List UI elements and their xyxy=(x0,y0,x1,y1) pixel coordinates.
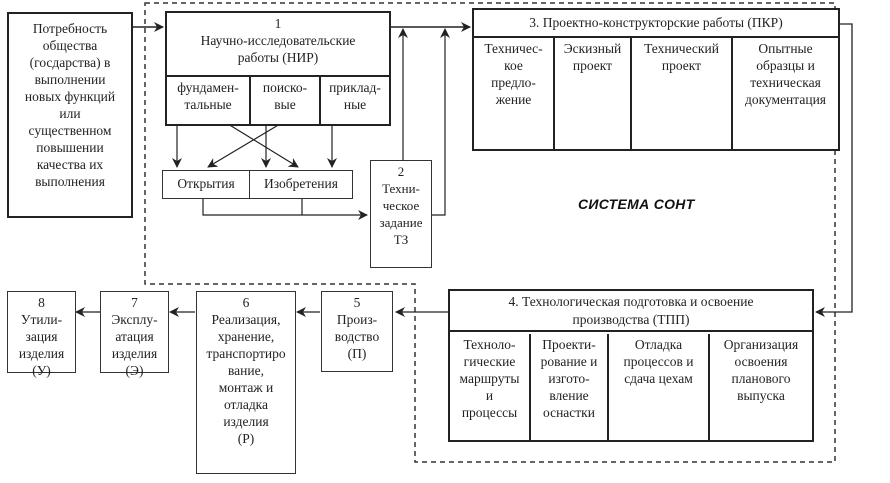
society-need-text: Потребность общества (госдарства) в выпо… xyxy=(24,21,116,189)
tpp-box: 4. Технологическая подготовка и освоение… xyxy=(448,289,814,442)
tpp-stage-tooling-label: Проекти- рование и изгото- вление оснаст… xyxy=(540,337,598,420)
nir-subtype-applied-label: приклад- ные xyxy=(329,80,381,112)
stage-production-number: 5 xyxy=(353,295,361,310)
tpp-stage-debugging-label: Отладка процессов и сдача цехам xyxy=(623,337,694,386)
tpp-title: 4. Технологическая подготовка и освоение… xyxy=(450,291,812,332)
pkr-title: 3. Проектно-конструкторские работы (ПКР) xyxy=(474,10,838,38)
arrow-cross-1 xyxy=(227,123,299,168)
pkr-stage-sketch-project: Эскизный проект xyxy=(555,38,632,149)
tz-box: 2 Техни- ческое задание ТЗ xyxy=(370,160,432,268)
stage-utilization: 8 Утили- зация изделия (У) xyxy=(7,291,76,378)
tpp-stage-tooling: Проекти- рование и изгото- вление оснаст… xyxy=(531,334,609,440)
pkr-stage-technical-project: Технический проект xyxy=(632,38,733,149)
tpp-stage-debugging: Отладка процессов и сдача цехам xyxy=(609,334,710,440)
tpp-stage-routes: Техноло- гические маршруты и процессы xyxy=(450,334,531,440)
nir-box: 1 Научно-исследовательские работы (НИР) … xyxy=(165,11,391,126)
system-boundary xyxy=(144,2,836,463)
arrow-pkr-to-tpp xyxy=(815,23,853,317)
nir-subtype-search: поиско- вые xyxy=(251,77,321,126)
pkr-stage-technical-proposal: Техничес- кое предло- жение xyxy=(474,38,555,149)
pkr-stage-prototypes: Опытные образцы и техническая документац… xyxy=(733,38,838,149)
stage-operation: 7 Эксплу- атация изделия (Э) xyxy=(100,291,169,378)
nir-subtype-search-label: поиско- вые xyxy=(262,80,308,112)
pkr-box: 3. Проектно-конструкторские работы (ПКР)… xyxy=(472,8,840,151)
result-inventions-label: Изобретения xyxy=(264,176,338,191)
arrow-cross-2 xyxy=(207,123,281,168)
result-discoveries-label: Открытия xyxy=(177,176,235,191)
tpp-stage-mastering: Организация освоения планового выпуска xyxy=(710,334,812,440)
tz-title: Техни- ческое задание ТЗ xyxy=(379,181,423,247)
pkr-stage-technical-project-label: Технический проект xyxy=(644,41,719,73)
pkr-stage-sketch-project-label: Эскизный проект xyxy=(563,41,622,73)
nir-divider xyxy=(167,75,389,77)
system-label: СИСТЕМА СОНТ xyxy=(578,196,695,212)
nir-title: Научно-исследовательские работы (НИР) xyxy=(200,33,356,65)
stage-production-title: Произ- водство (П) xyxy=(334,312,380,361)
tz-number: 2 xyxy=(397,164,405,179)
arrow-results-to-tz xyxy=(202,197,368,220)
nir-subtype-applied: приклад- ные xyxy=(321,77,389,126)
nir-subtype-fundamental-label: фундамен- тальные xyxy=(177,80,239,112)
nir-number: 1 xyxy=(274,16,282,31)
society-need-box: Потребность общества (госдарства) в выпо… xyxy=(7,12,133,218)
stage-production: 5 Произ- водство (П) xyxy=(321,291,393,372)
tpp-stage-mastering-label: Организация освоения планового выпуска xyxy=(723,337,799,403)
result-discoveries: Открытия xyxy=(162,170,250,199)
result-inventions: Изобретения xyxy=(249,170,353,199)
pkr-stage-prototypes-label: Опытные образцы и техническая документац… xyxy=(744,41,827,107)
stage-realization: 6 Реализация, хранение, транспортиро ван… xyxy=(196,291,296,474)
nir-subtype-fundamental: фундамен- тальные xyxy=(167,77,251,126)
pkr-stage-technical-proposal-label: Техничес- кое предло- жение xyxy=(484,41,543,107)
tpp-stage-routes-label: Техноло- гические маршруты и процессы xyxy=(459,337,520,420)
stage-utilization-number: 8 xyxy=(38,295,45,310)
arrow-tz-loop xyxy=(432,28,450,216)
stage-realization-title: Реализация, хранение, транспортиро вание… xyxy=(206,312,286,446)
stage-utilization-title: Утили- зация изделия (У) xyxy=(18,312,65,378)
stage-realization-number: 6 xyxy=(242,295,250,310)
stage-operation-title: Эксплу- атация изделия (Э) xyxy=(111,312,158,378)
stage-operation-number: 7 xyxy=(131,295,138,310)
